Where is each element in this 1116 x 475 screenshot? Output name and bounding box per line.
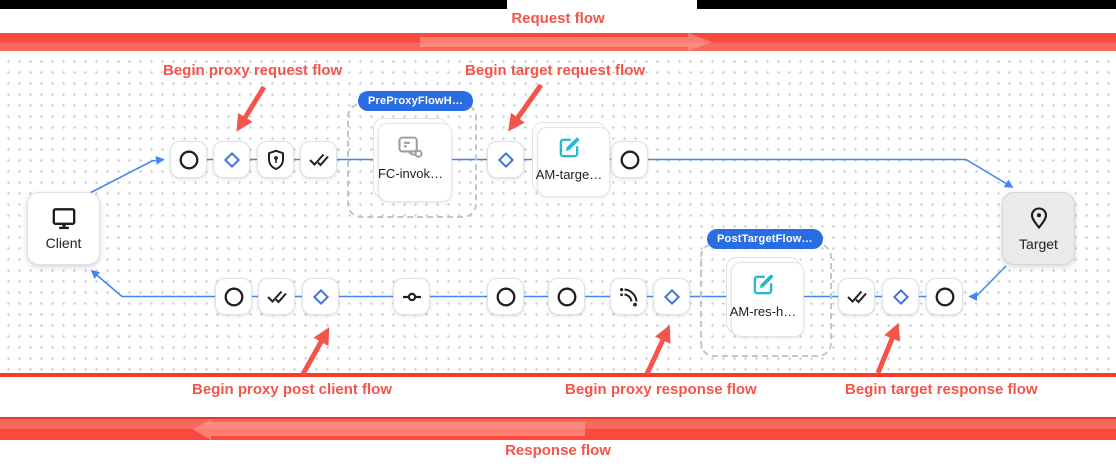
monitor-icon — [52, 208, 75, 230]
circle-icon — [224, 287, 243, 306]
top-border-bar-right — [697, 0, 1116, 9]
diamond-icon — [497, 151, 514, 168]
step-node-response-2[interactable] — [487, 278, 524, 315]
flow-callout-step-card[interactable]: FC-invok… — [373, 118, 452, 202]
step-node-verify-key[interactable] — [257, 141, 294, 178]
step-node-proxy-request-start[interactable] — [213, 141, 250, 178]
client-node[interactable]: Client — [27, 192, 100, 265]
edit-icon — [559, 137, 580, 157]
commit-icon — [402, 292, 421, 301]
right-arrow-icon — [420, 33, 712, 51]
circle-icon — [179, 150, 198, 169]
annotation-begin-proxy-response: Begin proxy response flow — [565, 381, 757, 398]
response-flow-title: Response flow — [505, 442, 611, 459]
step-node-post-client-start[interactable] — [302, 278, 339, 315]
step-node-request-end[interactable] — [611, 141, 648, 178]
target-node[interactable]: Target — [1002, 192, 1075, 265]
pre-proxy-flow-hook-badge[interactable]: PreProxyFlowH… — [358, 91, 474, 111]
signal-waves-icon — [619, 287, 637, 306]
top-border-bar-left — [0, 0, 507, 9]
client-label: Client — [45, 235, 82, 251]
canvas-bottom-divider — [0, 373, 1116, 377]
step-node-target-response-check[interactable] — [838, 278, 875, 315]
annotation-begin-target-request: Begin target request flow — [465, 62, 646, 79]
step-node-response-3[interactable] — [548, 278, 585, 315]
diamond-icon — [892, 288, 909, 305]
location-pin-icon — [1030, 207, 1047, 230]
assign-message-target-card[interactable]: AM-targe… — [532, 122, 610, 197]
step-node-logging[interactable] — [610, 278, 647, 315]
response-flow-bar — [0, 417, 1116, 440]
diamond-icon — [312, 288, 329, 305]
request-flow-title: Request flow — [511, 10, 605, 27]
request-flow-bar — [0, 33, 1116, 51]
step-node-target-response-start[interactable] — [882, 278, 919, 315]
step-node-quota[interactable] — [300, 141, 337, 178]
double-check-icon — [846, 290, 867, 303]
step-node-target-request-start[interactable] — [487, 141, 524, 178]
step-label: AM-res-h… — [729, 304, 797, 319]
left-arrow-icon — [193, 419, 585, 440]
annotation-begin-target-response: Begin target response flow — [845, 381, 1038, 398]
step-label: AM-targe… — [535, 166, 603, 182]
shield-lock-icon — [267, 149, 284, 170]
flow-canvas[interactable] — [0, 52, 1116, 373]
assign-message-response-card[interactable]: AM-res-h… — [726, 257, 804, 337]
step-label: FC-invok… — [377, 166, 443, 181]
circle-icon — [496, 287, 515, 306]
double-check-icon — [308, 153, 329, 166]
circle-icon — [935, 287, 954, 306]
step-node-condition[interactable] — [393, 278, 430, 315]
step-node-response-end[interactable] — [215, 278, 252, 315]
circle-icon — [557, 287, 576, 306]
flow-callout-icon — [397, 136, 423, 158]
circle-icon — [620, 150, 639, 169]
diamond-icon — [663, 288, 680, 305]
annotation-begin-proxy-post-client: Begin proxy post client flow — [192, 381, 393, 398]
target-label: Target — [1019, 236, 1058, 252]
step-node-target-response-end[interactable] — [926, 278, 963, 315]
edit-icon — [753, 274, 774, 295]
step-node-request-1[interactable] — [170, 141, 207, 178]
step-node-response-check[interactable] — [258, 278, 295, 315]
diamond-icon — [223, 151, 240, 168]
post-target-flow-hook-badge[interactable]: PostTargetFlow… — [707, 229, 823, 249]
double-check-icon — [266, 290, 287, 303]
step-node-proxy-response-start[interactable] — [653, 278, 690, 315]
annotation-begin-proxy-request: Begin proxy request flow — [163, 62, 343, 79]
